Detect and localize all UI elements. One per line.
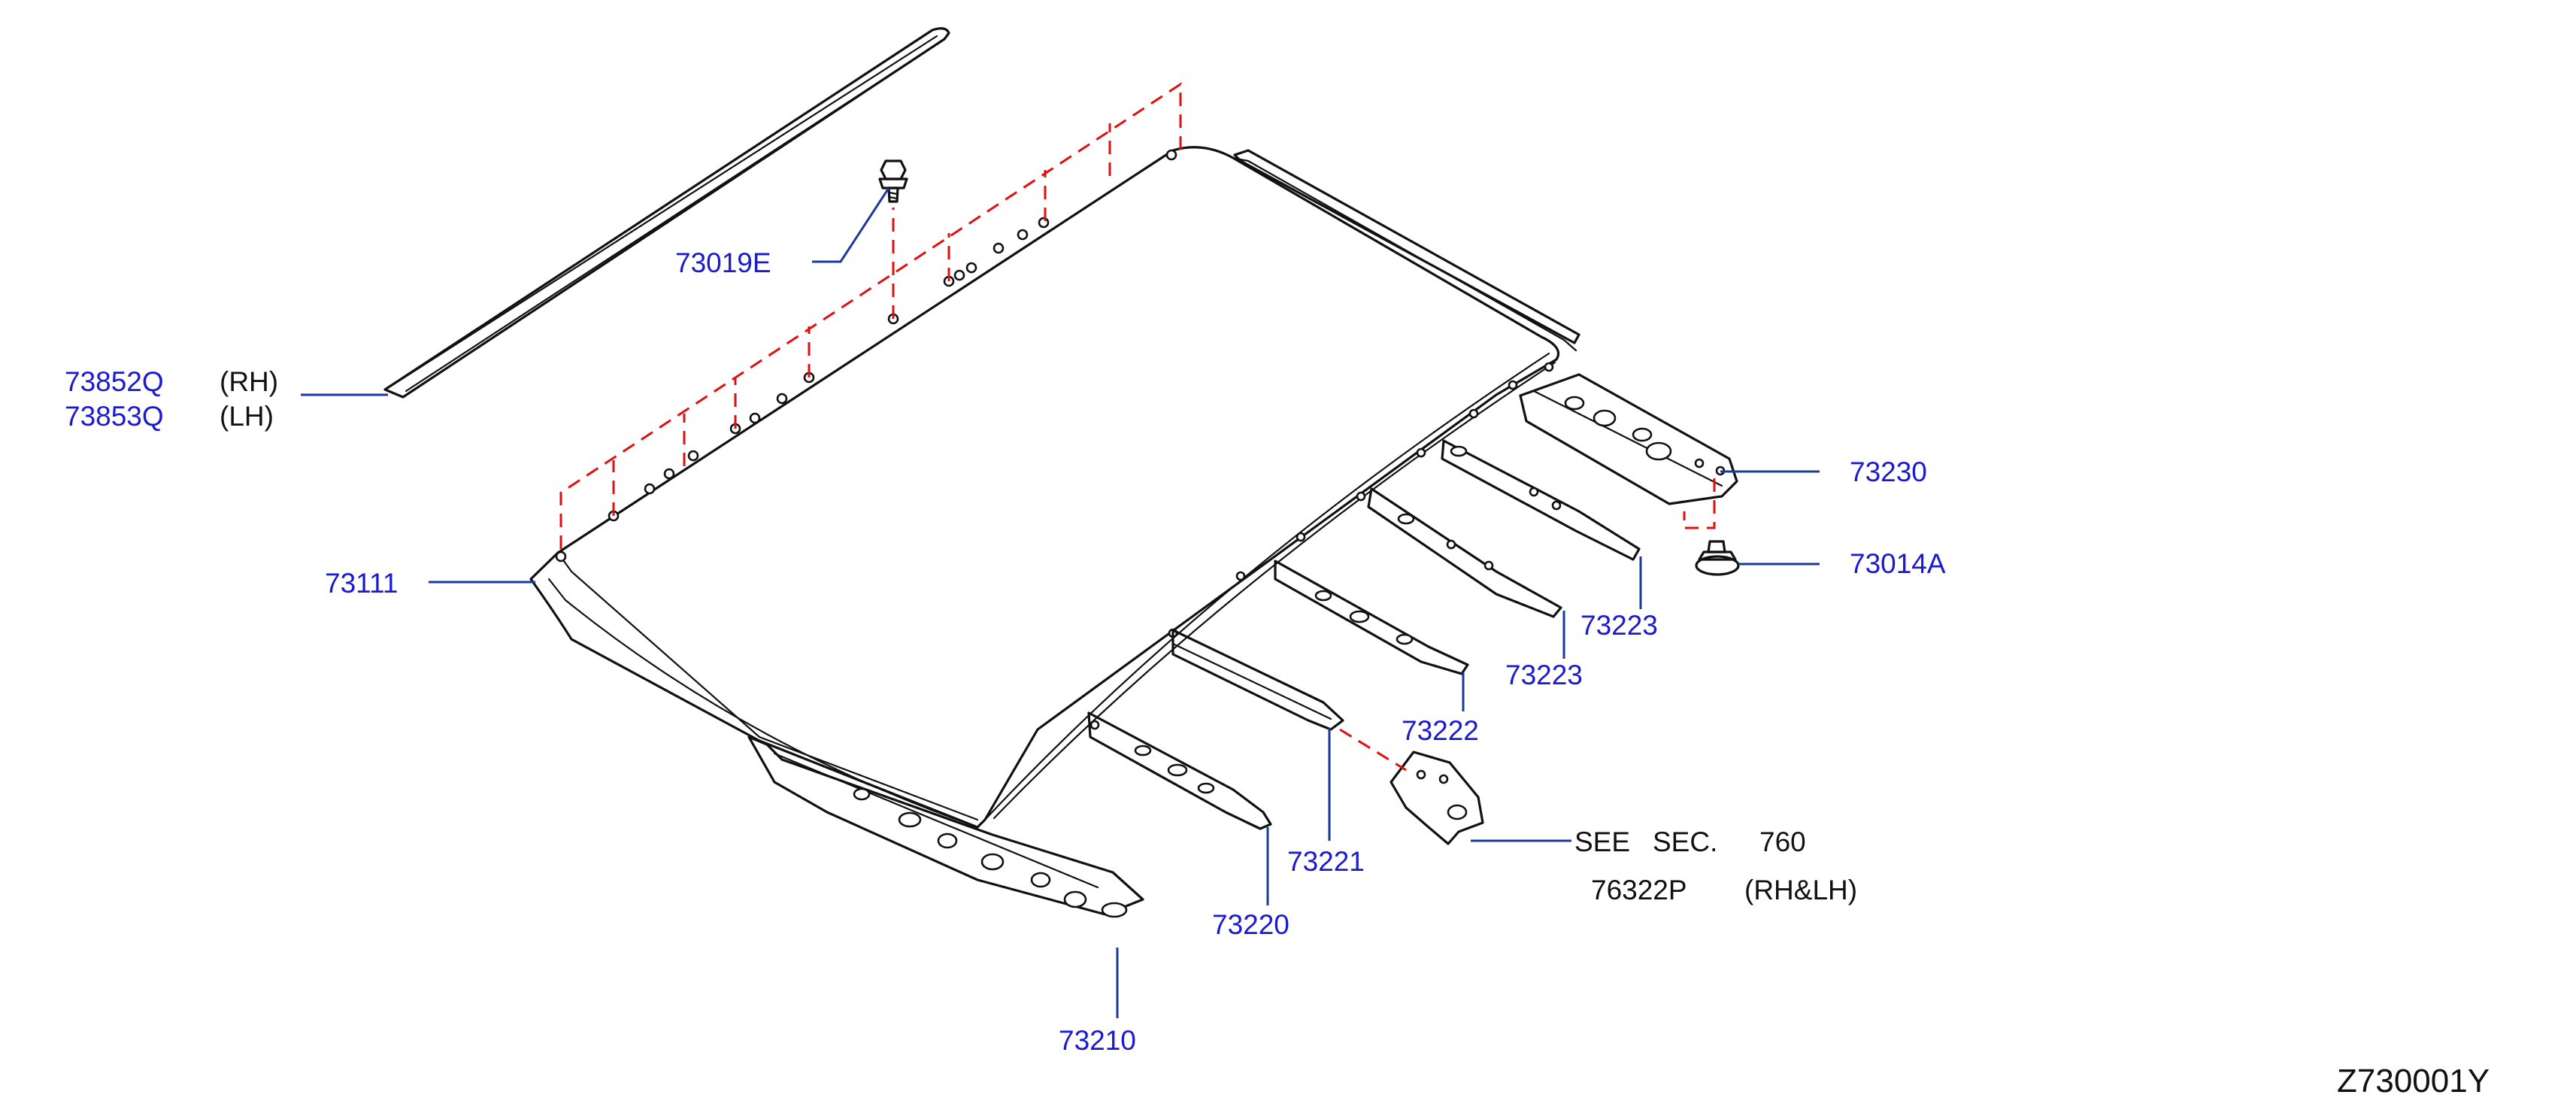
grommet[interactable] <box>1695 540 1740 576</box>
label-760[interactable]: 760 <box>1759 826 1806 857</box>
callout-labels: 73852Q (RH) 73853Q (LH) 73019E 73111 732… <box>65 247 2490 1099</box>
label-73223-lower[interactable]: 73223 <box>1505 660 1583 690</box>
roof-bow-73222[interactable] <box>1274 560 1469 675</box>
roof-bow-73223-upper[interactable] <box>1441 439 1641 561</box>
label-73222[interactable]: 73222 <box>1402 715 1479 746</box>
roof-bow-bracket[interactable] <box>1390 751 1484 845</box>
label-73019e[interactable]: 73019E <box>675 247 771 278</box>
label-73230[interactable]: 73230 <box>1850 456 1927 487</box>
label-73853q[interactable]: 73853Q <box>65 401 164 432</box>
label-73220[interactable]: 73220 <box>1212 909 1290 940</box>
rear-roof-rail[interactable] <box>1519 373 1738 505</box>
label-76322p: 76322P <box>1591 875 1687 905</box>
label-rh-lh: (RH&LH) <box>1744 875 1857 905</box>
roof-bow-73223-lower[interactable] <box>1367 487 1562 618</box>
front-roof-rail[interactable] <box>747 735 1144 918</box>
roof-molding[interactable] <box>383 27 950 399</box>
label-sec: SEC. <box>1653 826 1717 857</box>
label-73221[interactable]: 73221 <box>1287 846 1365 877</box>
label-rh: (RH) <box>220 366 278 397</box>
label-73210[interactable]: 73210 <box>1059 1025 1136 1056</box>
assembly-guide-lines <box>559 82 1716 772</box>
label-see: SEE <box>1574 826 1630 857</box>
label-73223-upper[interactable]: 73223 <box>1580 610 1658 641</box>
label-73852q[interactable]: 73852Q <box>65 366 164 397</box>
leader-lines <box>301 187 1820 1018</box>
label-73111[interactable]: 73111 <box>325 568 398 599</box>
roof-panel[interactable] <box>529 146 1580 829</box>
label-73014a[interactable]: 73014A <box>1850 548 1946 579</box>
figure-code: Z730001Y <box>2337 1063 2490 1099</box>
label-lh: (LH) <box>220 401 274 432</box>
roof-bow-73221[interactable] <box>1171 629 1344 731</box>
roof-bow-73220[interactable] <box>1087 711 1272 830</box>
clip-fastener[interactable] <box>878 159 908 203</box>
